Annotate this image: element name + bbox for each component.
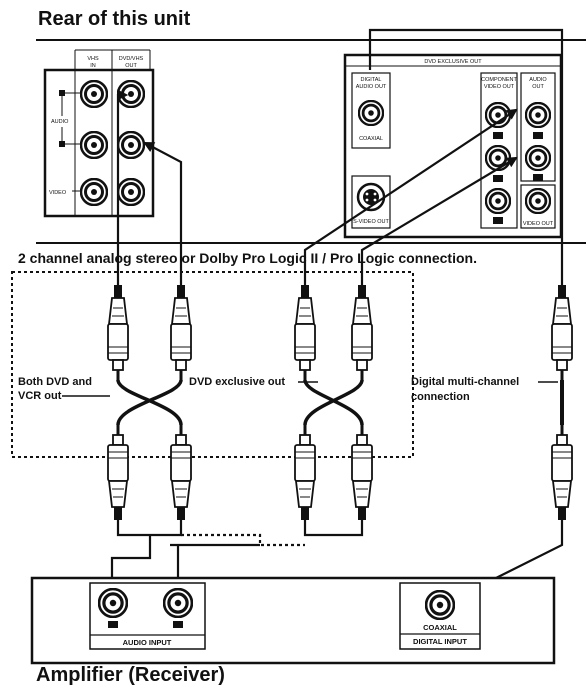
dvd-vhs-out-label: DVD/VHS bbox=[119, 56, 144, 62]
cable-dvd-exclusive bbox=[293, 285, 374, 520]
rear-title: Rear of this unit bbox=[38, 8, 191, 30]
plug-coaxial-bottom bbox=[550, 425, 574, 520]
audio-side-label: AUDIO bbox=[51, 119, 69, 125]
audio-out-label: AUDIO bbox=[529, 77, 547, 83]
label-dvd-exclusive: DVD exclusive out bbox=[189, 376, 285, 388]
dvd-audio-left-jack[interactable] bbox=[525, 102, 551, 128]
dvd-coaxial-label: COAXIAL bbox=[359, 136, 383, 142]
amp-audio-left-jack[interactable] bbox=[98, 588, 128, 618]
amp-coaxial-jack[interactable] bbox=[425, 590, 455, 620]
cable-digital-coaxial bbox=[550, 285, 574, 520]
amplifier-panel: AUDIO INPUT COAXIAL DIGITAL INPUT bbox=[30, 576, 556, 665]
connection-title: 2 channel analog stereo or Dolby Pro Log… bbox=[18, 250, 477, 266]
component-label: COMPONENT bbox=[481, 77, 517, 83]
plug-coaxial-top bbox=[550, 285, 574, 380]
component-pb-jack[interactable] bbox=[485, 145, 511, 171]
audio-out-label-2: OUT bbox=[532, 84, 544, 90]
cable-both-dvd-vcr bbox=[106, 285, 193, 520]
plug-both-left-top bbox=[106, 285, 130, 380]
vhs-in-audio-right-jack[interactable] bbox=[80, 131, 108, 159]
amp-coaxial-label: COAXIAL bbox=[423, 623, 457, 632]
component-label-2: VIDEO OUT bbox=[484, 84, 515, 90]
digital-input-label: DIGITAL INPUT bbox=[413, 637, 467, 646]
vhs-in-label-2: IN bbox=[90, 63, 96, 69]
dvd-exclusive-panel: DVD EXCLUSIVE OUT DIGITAL AUDIO OUT COAX… bbox=[343, 53, 563, 239]
label-both-dvd-vcr-2: VCR out bbox=[18, 390, 62, 402]
out-video-jack[interactable] bbox=[117, 178, 145, 206]
digital-audio-label-2: AUDIO OUT bbox=[356, 84, 387, 90]
cable-labels: Both DVD and VCR out DVD exclusive out D… bbox=[18, 376, 558, 403]
digital-audio-label: DIGITAL bbox=[361, 77, 382, 83]
s-video-label: S-VIDEO OUT bbox=[353, 219, 389, 225]
vhs-in-label: VHS bbox=[87, 56, 99, 62]
audio-input-label: AUDIO INPUT bbox=[123, 638, 172, 647]
amp-audio-right-jack[interactable] bbox=[163, 588, 193, 618]
routing-lines bbox=[116, 28, 564, 285]
plug-both-left-bottom bbox=[106, 425, 130, 520]
out-audio-right-jack[interactable] bbox=[117, 131, 145, 159]
dvd-video-out-jack[interactable] bbox=[525, 188, 551, 214]
vhs-in-audio-left-jack[interactable] bbox=[80, 80, 108, 108]
dvd-audio-right-jack[interactable] bbox=[525, 145, 551, 171]
video-side-label: VIDEO bbox=[49, 190, 67, 196]
analog-connection-region bbox=[11, 271, 414, 458]
dvd-video-out-label: VIDEO OUT bbox=[523, 221, 554, 227]
label-both-dvd-vcr: Both DVD and bbox=[18, 376, 92, 388]
dvd-vhs-out-label-2: OUT bbox=[125, 63, 137, 69]
amplifier-title: Amplifier (Receiver) bbox=[36, 664, 225, 686]
plug-both-right-top bbox=[169, 285, 193, 380]
plug-exclusive-right-top bbox=[350, 285, 374, 380]
dvd-exclusive-title: DVD EXCLUSIVE OUT bbox=[424, 59, 482, 65]
plug-exclusive-left-top bbox=[293, 285, 317, 380]
dvd-coaxial-jack[interactable] bbox=[358, 100, 384, 126]
vcr-panel: VHS IN DVD/VHS OUT AUDIO VIDEO bbox=[43, 49, 155, 218]
plug-exclusive-left-bottom bbox=[293, 425, 317, 520]
label-digital-multichannel-2: connection bbox=[411, 391, 470, 403]
component-y-jack[interactable] bbox=[485, 102, 511, 128]
component-pr-jack[interactable] bbox=[485, 188, 511, 214]
vhs-in-video-jack[interactable] bbox=[80, 178, 108, 206]
plug-exclusive-right-bottom bbox=[350, 425, 374, 520]
plug-both-right-bottom bbox=[169, 425, 193, 520]
label-digital-multichannel: Digital multi-channel bbox=[411, 376, 519, 388]
